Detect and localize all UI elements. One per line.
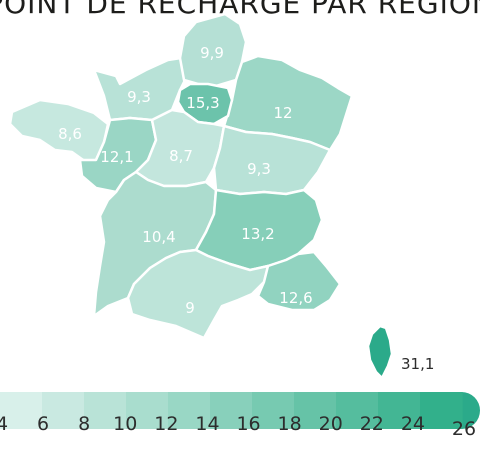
scale-segment [168, 392, 211, 429]
scale-tick-label: 24 [400, 413, 425, 435]
scale-segment [0, 392, 43, 429]
label-ile-de-france: 15,3 [186, 94, 219, 112]
region-ile-de-france[interactable] [176, 82, 234, 126]
label-bretagne: 8,6 [58, 125, 82, 143]
scale-tick-label: 10 [113, 413, 138, 435]
scale-segment [84, 392, 127, 429]
scale-tick-label: 12 [154, 413, 179, 435]
scale-segment [378, 392, 421, 429]
label-nouvelle-aquitaine: 10,4 [142, 228, 175, 246]
scale-tick-label: 26 [451, 418, 477, 440]
scale-tick-label: 22 [359, 413, 384, 435]
label-paca: 12,6 [279, 289, 312, 307]
scale-segment [126, 392, 169, 429]
map-title: POINT DE RECHARGE PAR RÉGION [0, 0, 480, 20]
scale-segment [420, 392, 463, 429]
scale-tick-label: 16 [236, 413, 261, 435]
scale-tick-label: 8 [78, 413, 91, 435]
color-scale-bar [0, 392, 480, 429]
region-hauts-de-france[interactable] [178, 12, 248, 88]
region-occitanie[interactable] [126, 248, 270, 340]
scale-tick-label: 14 [195, 413, 220, 435]
region-value-labels: 9,9 9,3 15,3 12 8,6 12,1 8,7 9,3 10,4 13… [58, 44, 434, 373]
scale-tick-label: 20 [318, 413, 343, 435]
scale-segment [252, 392, 295, 429]
scale-segment [210, 392, 253, 429]
label-pays-de-la-loire: 12,1 [100, 148, 133, 166]
scale-segment [42, 392, 85, 429]
region-centre-val-de-loire[interactable] [134, 108, 226, 188]
scale-tick-label: 18 [277, 413, 302, 435]
label-hauts-de-france: 9,9 [200, 44, 224, 62]
label-auvergne-rhone-alpes: 13,2 [241, 225, 274, 243]
label-grand-est: 12 [273, 104, 292, 122]
label-normandie: 9,3 [127, 88, 151, 106]
label-centre-val-de-loire: 8,7 [169, 147, 193, 165]
region-paca[interactable] [256, 250, 342, 312]
label-occitanie: 9 [185, 299, 195, 317]
label-corse: 31,1 [401, 355, 434, 373]
scale-tick-label: 6 [37, 413, 50, 435]
label-bourgogne-franche-comte: 9,3 [247, 160, 271, 178]
region-corse[interactable] [366, 324, 394, 380]
scale-segment [294, 392, 337, 429]
scale-segment [336, 392, 379, 429]
scale-tick-label: 4 [0, 413, 9, 435]
